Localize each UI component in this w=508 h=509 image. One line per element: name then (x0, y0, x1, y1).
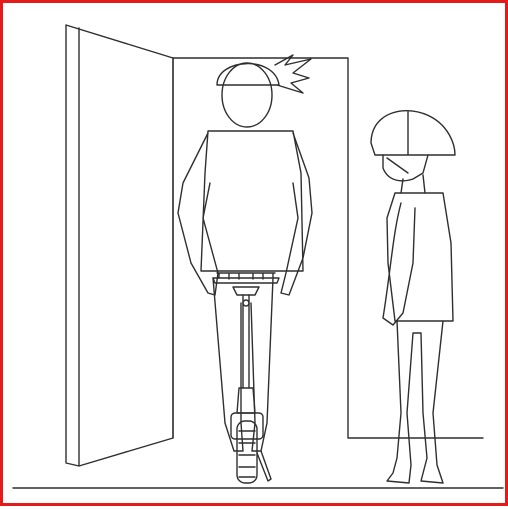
torso (201, 131, 303, 271)
line-illustration (3, 3, 508, 509)
face (383, 155, 428, 181)
handlebar (213, 278, 279, 283)
head (222, 63, 272, 127)
rider-facing-front (178, 55, 312, 451)
helmet-with-spiky-hair (217, 55, 311, 93)
kickstand (257, 451, 271, 481)
side-legs (387, 321, 443, 483)
helmet-side-view (371, 111, 455, 155)
stem (243, 295, 249, 388)
side-torso (387, 193, 453, 321)
front-wheel (231, 413, 263, 483)
right-leg (251, 278, 273, 451)
open-door (66, 25, 173, 466)
rider-side-profile (371, 111, 455, 483)
